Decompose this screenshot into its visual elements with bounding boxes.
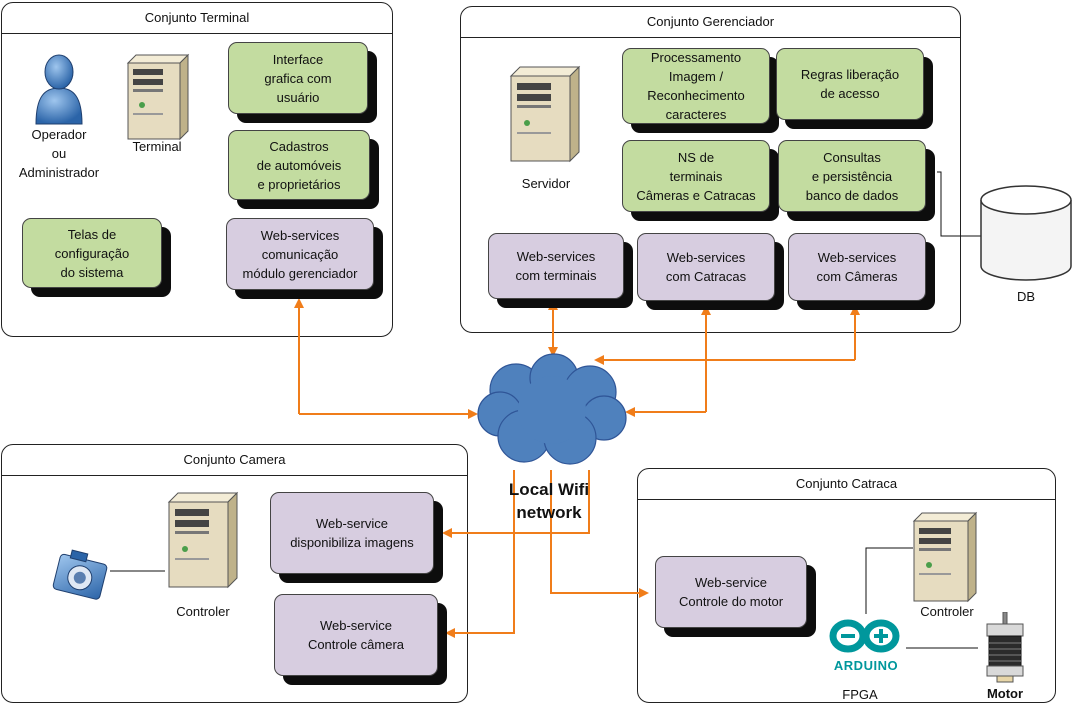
box-interface-grafica: Interface grafica com usuário <box>228 42 368 114</box>
box-ws-cameras: Web-services com Câmeras <box>788 233 926 301</box>
box-regras-liberacao: Regras liberação de acesso <box>776 48 924 120</box>
camera-controller-icon <box>167 491 239 589</box>
catraca-group-title: Conjunto Catraca <box>638 469 1055 500</box>
operator-label: Operador ou Administrador <box>18 127 100 180</box>
wire-camera-imagens <box>442 470 590 538</box>
server-label: Servidor <box>521 176 571 191</box>
arduino-logo-icon <box>829 619 900 653</box>
camera-group-title: Conjunto Camera <box>2 445 467 476</box>
wire-catraca-motor <box>550 470 649 598</box>
box-processamento-imagem: Processamento Imagem / Reconhecimento ca… <box>622 48 770 124</box>
stepper-motor-icon <box>986 612 1024 683</box>
terminal-computer-icon <box>126 53 190 141</box>
terminal-group-title: Conjunto Terminal <box>2 3 392 34</box>
box-telas-configuracao: Telas de configuração do sistema <box>22 218 162 288</box>
box-ws-comunicacao: Web-services comunicação módulo gerencia… <box>226 218 374 290</box>
operator-user-icon <box>35 54 83 125</box>
box-ws-controle-camera: Web-service Controle câmera <box>274 594 438 676</box>
box-consultas-persistencia: Consultas e persistência banco de dados <box>778 140 926 212</box>
database-icon <box>980 185 1072 281</box>
box-ws-terminais: Web-services com terminais <box>488 233 624 299</box>
gerenciador-group-title: Conjunto Gerenciador <box>461 7 960 38</box>
wire-camera-controle <box>445 470 515 638</box>
catraca-controller-label: Controler <box>920 604 974 619</box>
box-cadastros: Cadastros de automóveis e proprietários <box>228 130 370 200</box>
wire-fpga-controller <box>865 547 913 614</box>
catraca-controller-icon <box>912 511 978 603</box>
box-ws-disponibiliza-imagens: Web-service disponibiliza imagens <box>270 492 434 574</box>
camera-controller-label: Controler <box>176 604 230 619</box>
camera-icon <box>52 549 108 600</box>
motor-label: Motor <box>986 686 1024 701</box>
server-computer-icon <box>509 65 581 163</box>
arduino-logo-text: ARDUINO <box>833 658 899 673</box>
network-label: Local Wifi network <box>508 480 590 522</box>
box-ns-terminais: NS de terminais Câmeras e Catracas <box>622 140 770 212</box>
db-label: DB <box>1016 289 1036 304</box>
box-ws-catracas: Web-services com Catracas <box>637 233 775 301</box>
terminal-label: Terminal <box>132 139 182 154</box>
fpga-label: FPGA <box>842 687 878 702</box>
box-ws-controle-motor: Web-service Controle do motor <box>655 556 807 628</box>
network-cloud-icon <box>477 353 627 465</box>
